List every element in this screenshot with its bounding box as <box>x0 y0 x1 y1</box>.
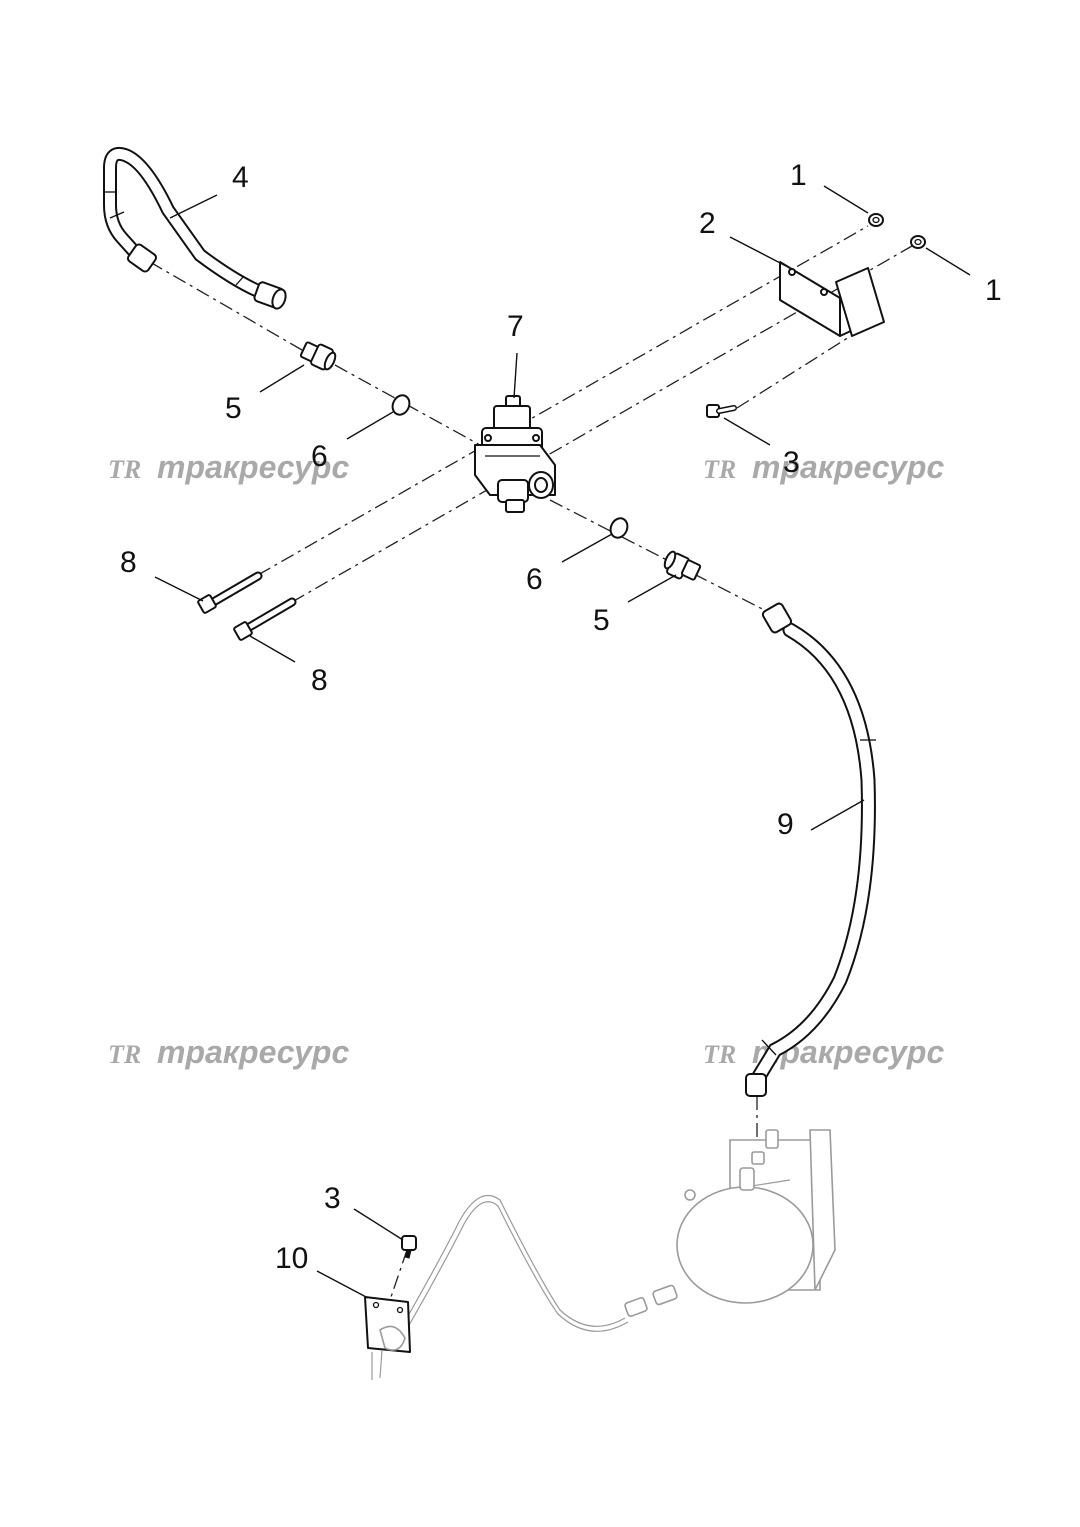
callout-4: 4 <box>232 161 249 194</box>
leader-lines <box>154 185 971 1299</box>
air-tank <box>676 1129 836 1304</box>
watermark-logo: TR <box>703 455 736 484</box>
callout-9: 9 <box>777 808 794 841</box>
watermark-top-left: TR тракресурс <box>108 449 349 485</box>
part-5-adapter-lower <box>663 550 702 581</box>
part-5-adapter-upper <box>299 341 337 371</box>
part-6-o-ring-upper <box>391 394 411 416</box>
callout-labels: 4 1 1 2 7 5 6 3 8 6 5 8 9 3 10 <box>120 159 1002 1275</box>
callout-3-lower: 3 <box>324 1182 341 1215</box>
callout-1-lower: 1 <box>985 274 1002 307</box>
part-2-bracket <box>779 261 885 337</box>
part-3-bolt-lower <box>401 1235 417 1259</box>
watermark-bottom-left: TR тракресурс <box>108 1034 349 1070</box>
part-1-nut-upper <box>868 213 884 227</box>
watermark-logo: TR <box>703 1040 736 1069</box>
part-8-bolt-lower <box>233 597 297 641</box>
watermark-logo: TR <box>108 455 141 484</box>
part-8-bolt-upper <box>197 571 263 614</box>
watermark-text: тракресурс <box>157 449 349 485</box>
callout-3-upper: 3 <box>783 446 800 479</box>
callout-6-lower: 6 <box>526 563 543 596</box>
watermark-text: тракресурс <box>752 449 944 485</box>
callout-6-upper: 6 <box>311 440 328 473</box>
part-4-bent-pipe <box>103 146 287 310</box>
assembly-axes <box>149 225 913 1301</box>
part-10-bracket <box>364 1296 411 1380</box>
part-7-valve <box>474 395 556 513</box>
callout-8-lower: 8 <box>311 664 328 697</box>
sensor-cable <box>399 1195 678 1335</box>
watermark-bottom-right: TR тракресурс <box>703 1034 944 1070</box>
watermark-top-right: TR тракресурс <box>703 449 944 485</box>
callout-1-upper: 1 <box>790 159 807 192</box>
part-9-hose <box>745 602 876 1097</box>
callout-8-upper: 8 <box>120 546 137 579</box>
watermark-logo: TR <box>108 1040 141 1069</box>
part-1-nut-lower <box>910 235 926 249</box>
callout-10: 10 <box>275 1242 308 1275</box>
watermark-text: тракресурс <box>157 1034 349 1070</box>
callout-5-upper: 5 <box>225 392 242 425</box>
part-6-o-ring-lower <box>609 517 629 539</box>
callout-5-lower: 5 <box>593 604 610 637</box>
part-3-bolt-upper <box>706 404 737 418</box>
callout-7: 7 <box>507 310 524 343</box>
callout-2: 2 <box>699 207 716 240</box>
